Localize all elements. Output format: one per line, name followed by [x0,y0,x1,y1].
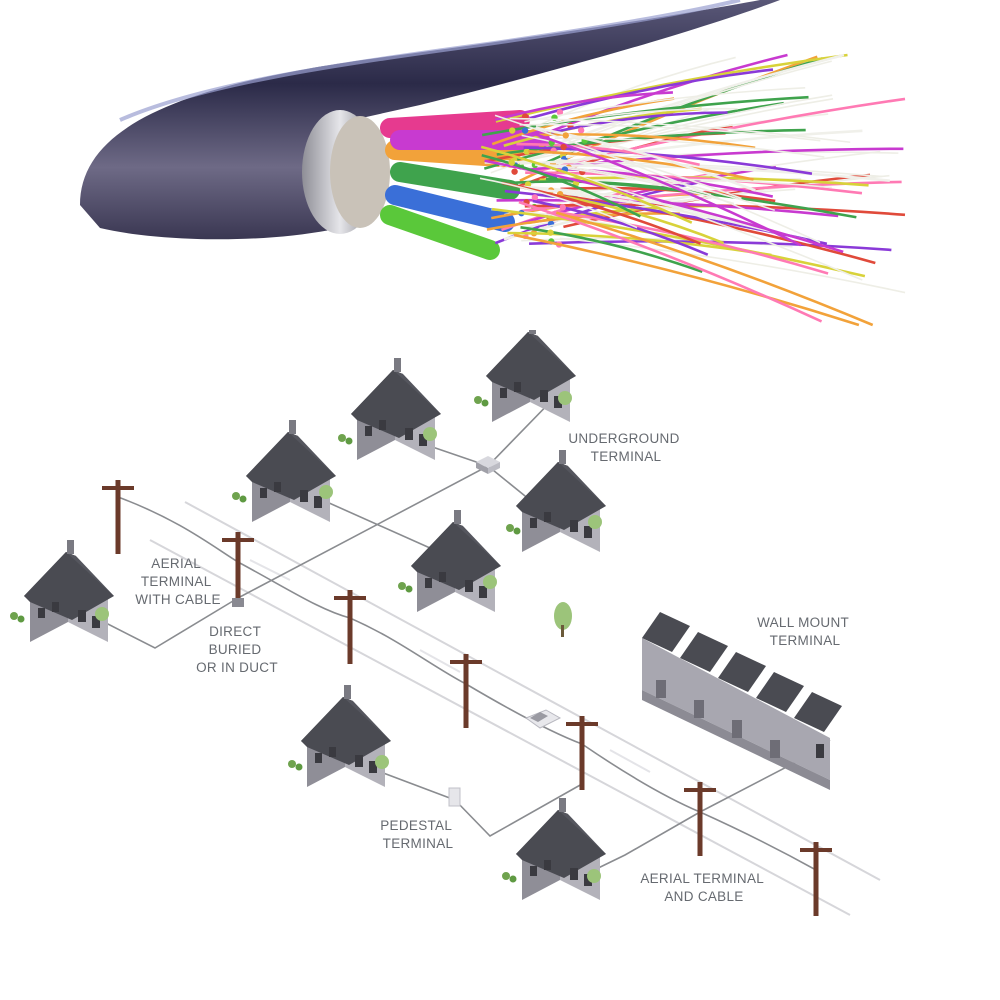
optical-fiber [504,160,712,196]
optical-fiber [536,107,738,128]
tree [554,602,572,637]
label-direct-buried: DIRECT BURIED OR IN DUCT [196,624,278,675]
fiber-end [556,109,564,116]
fiber-network-diagram: UNDERGROUND TERMINAL AERIAL TERMINAL WIT… [10,330,881,916]
label-underground-terminal: UNDERGROUND TERMINAL [568,431,683,464]
optical-fiber [520,226,703,274]
fiber-end [560,143,567,151]
buffer-tube [385,185,515,232]
optical-fiber [524,87,806,123]
optical-fiber [533,132,802,247]
house [232,420,336,522]
house [502,798,606,900]
optical-fiber [509,117,851,144]
fiber-end [547,229,554,236]
label-wall-mount-terminal: WALL MOUNT TERMINAL [757,615,853,648]
house [288,685,391,787]
house [10,540,114,642]
optical-fiber [519,123,821,142]
optical-fiber [538,164,890,182]
utility-pole [800,842,832,916]
utility-pole [102,480,134,554]
optical-fiber [513,233,860,327]
optical-fibers [479,53,906,327]
house [506,450,606,552]
optical-fiber [494,114,821,244]
house [338,358,441,460]
optical-fiber [553,193,725,245]
optical-fiber [565,94,833,159]
buffer-tube [390,162,520,200]
optical-fiber [516,142,700,167]
optical-fiber [555,211,874,327]
optical-fiber [520,185,718,218]
house [474,330,576,422]
fiber-end [508,159,515,166]
buffer-tube [380,205,500,260]
house [398,510,501,612]
optical-fiber [479,177,638,229]
optical-fiber [528,149,754,181]
label-aerial-terminal-and-cable: AERIAL TERMINAL AND CABLE [640,871,767,904]
optical-fiber [494,91,673,122]
fiber-optic-cable-illustration [80,0,906,327]
buffer-tube [385,140,525,168]
optical-fiber [480,145,693,224]
label-pedestal-terminal: PEDESTAL TERMINAL [380,818,456,851]
fiber-end [559,204,566,211]
fiber-end [508,127,516,134]
cable-jacket-highlight [119,0,741,122]
cable-jacket [80,0,780,240]
optical-fiber [559,158,776,212]
fiber-end [562,132,569,139]
optical-fiber [481,154,642,218]
underground-terminal-box [476,456,500,474]
utility-pole [566,716,598,790]
optical-fiber [491,207,866,278]
label-aerial-terminal-with-cable: AERIAL TERMINAL WITH CABLE [135,556,221,607]
optical-fiber [550,111,728,135]
aerial-terminal-box [232,598,244,607]
row-houses [642,612,842,790]
optical-fiber [495,53,848,123]
optical-fiber [534,164,735,205]
optical-fiber [528,60,832,159]
fiber-end [531,194,539,201]
pedestal-terminal-box [448,787,461,807]
fiber-end [511,168,518,175]
car [524,709,562,729]
fiber-end [521,127,529,134]
optical-fiber [518,200,823,323]
optical-fiber [566,178,832,189]
optical-fiber [554,210,829,275]
fiber-end [577,127,585,134]
optical-fiber [532,199,709,256]
inner-sheath [330,116,390,228]
